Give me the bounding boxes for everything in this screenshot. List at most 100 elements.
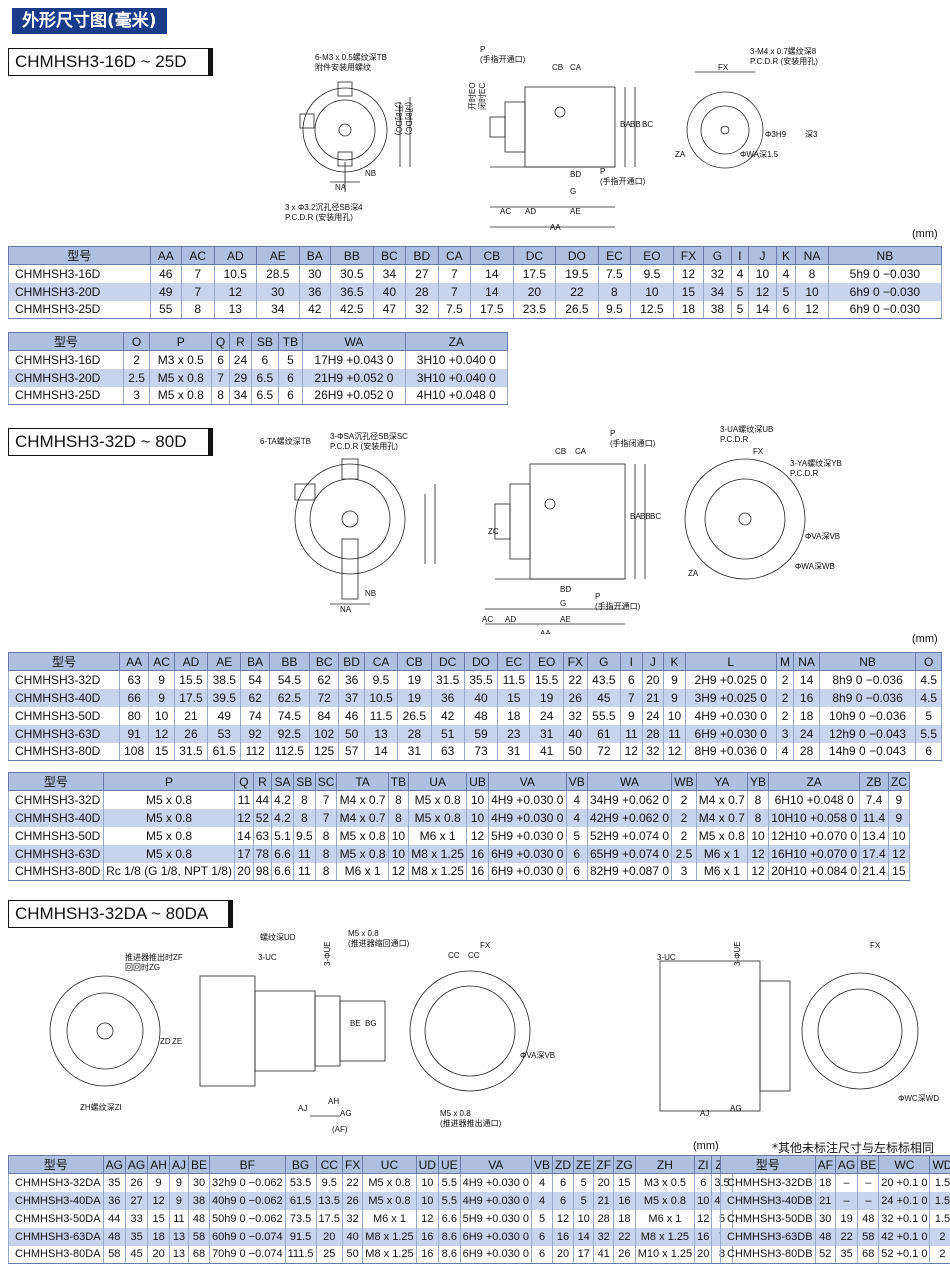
value-cell: 63 — [118, 670, 150, 689]
svg-text:G: G — [570, 187, 576, 196]
value-cell: M3 x 0.5 — [634, 1173, 696, 1192]
s2t2-header-17: ZA — [768, 772, 861, 791]
s3t1-header-19: ZH — [634, 1155, 696, 1174]
value-cell: 61.5 — [284, 1191, 317, 1210]
value-cell: 38 — [703, 300, 732, 319]
value-cell: 10.5 — [213, 264, 258, 283]
s1t1-header-8: BD — [405, 246, 439, 265]
s3t1-header-1: AG — [102, 1155, 126, 1174]
value-cell: 10h9 0 −0.036 — [818, 706, 917, 725]
value-cell: 8 — [597, 282, 632, 301]
value-cell: 16 — [415, 1227, 439, 1246]
value-cell: 5.5 — [437, 1191, 461, 1210]
value-cell: 18 — [497, 706, 531, 725]
model-cell: CHMHSH3-50DB — [720, 1209, 816, 1228]
value-cell: 45 — [124, 1245, 149, 1264]
svg-text:AJ: AJ — [298, 1104, 307, 1113]
value-cell: 43.5 — [586, 670, 622, 689]
value-cell: 19 — [834, 1209, 859, 1228]
s1t1-header-20: NA — [795, 246, 829, 265]
svg-text:CB: CB — [552, 63, 563, 72]
value-cell: 6H9 +0.030 0 — [487, 862, 567, 881]
value-cell: 53.5 — [284, 1173, 317, 1192]
value-cell: 26.5 — [397, 706, 432, 725]
svg-text:P: P — [595, 592, 600, 601]
svg-text:CC: CC — [468, 951, 480, 960]
svg-text:3-ΦSA沉孔径SB深SC: 3-ΦSA沉孔径SB深SC — [330, 431, 408, 441]
svg-text:P: P — [480, 45, 485, 54]
value-cell: 10H10 +0.058 0 — [768, 808, 861, 827]
svg-text:BD: BD — [570, 170, 581, 179]
value-cell: M5 x 0.8 — [362, 1173, 417, 1192]
value-cell: 8 — [387, 808, 410, 827]
value-cell: 5.5 — [437, 1173, 461, 1192]
svg-text:3-YA螺纹深YB: 3-YA螺纹深YB — [790, 458, 842, 468]
value-cell: 10 — [746, 826, 770, 845]
section3-heading: CHMHSH3-32DA ~ 80DA — [8, 900, 233, 928]
value-cell: 34 — [372, 264, 407, 283]
s3t1-header-9: FX — [341, 1155, 364, 1174]
model-cell: CHMHSH3-40D — [8, 808, 104, 827]
value-cell: 32 +0.1 0 — [878, 1209, 931, 1228]
value-cell: 16 — [613, 1191, 636, 1210]
value-cell: 4H10 +0.048 0 — [404, 386, 509, 405]
value-cell: 27 — [124, 1191, 149, 1210]
s2t2-header-9: UA — [408, 772, 468, 791]
value-cell: 34H9 +0.062 0 — [586, 790, 673, 809]
s1t2-header-5: SB — [251, 332, 279, 351]
value-cell: 9 — [663, 670, 686, 689]
svg-text:ZC: ZC — [488, 527, 499, 536]
value-cell: M8 x 1.25 — [408, 862, 468, 881]
value-cell: 12.5 — [630, 300, 674, 319]
value-cell: 16 — [466, 862, 489, 881]
model-cell: CHMHSH3-80DA — [8, 1245, 104, 1264]
s2t1-header-10: CB — [397, 652, 432, 671]
value-cell: 4 — [565, 790, 588, 809]
value-cell: 39.5 — [207, 688, 242, 707]
value-cell: 41 — [529, 742, 564, 761]
value-cell: 7.5 — [437, 300, 472, 319]
value-cell: 4H9 +0.030 0 — [487, 790, 567, 809]
s1t1-header-21: NB — [827, 246, 943, 265]
value-cell: 9 — [168, 1191, 189, 1210]
value-cell: 42H9 +0.062 0 — [586, 808, 673, 827]
value-cell: 6 — [565, 862, 588, 881]
value-cell: M4 x 0.7 — [695, 790, 748, 809]
value-cell: 23.5 — [512, 300, 557, 319]
svg-text:BD: BD — [560, 585, 571, 594]
value-cell: 5 — [730, 282, 750, 301]
value-cell: 28 — [397, 724, 432, 743]
value-cell: 31 — [529, 724, 564, 743]
value-cell: 52H9 +0.074 0 — [586, 826, 673, 845]
value-cell: 111.5 — [284, 1245, 317, 1264]
s1t1-header-11: DC — [512, 246, 557, 265]
s2t1-header-15: FX — [562, 652, 588, 671]
s1t1-header-2: AC — [181, 246, 215, 265]
value-cell: 2 — [122, 350, 151, 369]
s2t2-header-0: 型号 — [8, 772, 104, 791]
value-cell: 20 — [315, 1227, 343, 1246]
svg-text:AD: AD — [525, 207, 536, 216]
s2t1-header-1: AA — [118, 652, 150, 671]
svg-text:P.C.D.R (安装用孔): P.C.D.R (安装用孔) — [330, 441, 398, 451]
value-cell: 32 — [703, 264, 732, 283]
s2-unit: (mm) — [912, 633, 938, 645]
svg-text:AE: AE — [570, 207, 581, 216]
value-cell: M4 x 0.7 — [695, 808, 748, 827]
s2t2-header-5: SB — [292, 772, 316, 791]
svg-text:3-M4 x 0.7螺纹深8: 3-M4 x 0.7螺纹深8 — [750, 46, 817, 56]
svg-text:ZH螺纹深ZI: ZH螺纹深ZI — [80, 1102, 122, 1112]
value-cell: 11 — [292, 844, 316, 863]
svg-text:ZE: ZE — [172, 1037, 182, 1046]
value-cell: 78 — [252, 844, 273, 863]
value-cell: 10.5 — [363, 688, 399, 707]
value-cell: 8.6 — [437, 1227, 461, 1246]
value-cell: 6.5 — [251, 368, 279, 387]
value-cell: 7 — [181, 282, 215, 301]
